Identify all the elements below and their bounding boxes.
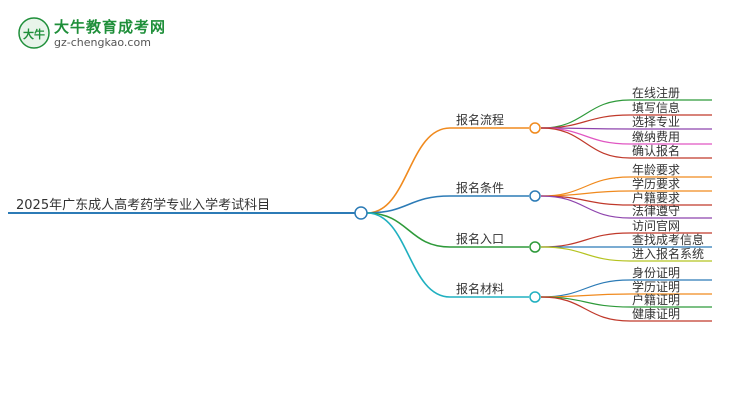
branch-node-icon <box>529 241 541 253</box>
leaf-label: 选择专业 <box>632 114 680 129</box>
leaf-link <box>540 99 631 129</box>
branch-node-icon <box>529 190 541 202</box>
logo-brand: 大牛教育成考网 <box>54 18 167 36</box>
leaf-label: 身份证明 <box>632 265 680 280</box>
leaf-link <box>540 296 631 322</box>
root-node-icon <box>354 206 368 220</box>
leaf-label: 户籍证明 <box>632 292 680 307</box>
leaf-label: 户籍要求 <box>632 190 680 205</box>
leaf-label: 确认报名 <box>632 143 680 158</box>
leaf-link <box>540 127 631 145</box>
root-label: 2025年广东成人高考药学专业入学考试科目 <box>16 197 270 213</box>
leaf-link <box>540 190 631 197</box>
leaf-label: 在线注册 <box>632 85 680 100</box>
leaf-label: 填写信息 <box>632 100 680 115</box>
branch-label: 报名材料 <box>456 281 504 296</box>
leaf-label: 法律遵守 <box>632 203 680 218</box>
leaf-link <box>540 232 631 248</box>
leaf-link <box>540 296 631 308</box>
leaf-link <box>540 195 631 219</box>
logo-mark-icon: 大牛 <box>18 17 50 49</box>
branch-link <box>366 212 451 248</box>
leaf-link <box>540 246 631 262</box>
branch-node-icon <box>529 122 541 134</box>
leaf-link <box>540 114 631 129</box>
logo-domain: gz-chengkao.com <box>54 36 151 49</box>
logo-mark-text: 大牛 <box>23 27 45 41</box>
leaf-label: 年龄要求 <box>632 163 680 177</box>
leaf-label: 学历证明 <box>632 279 680 294</box>
mindmap-nodes: 2025年广东成人高考药学专业入学考试科目 在线注册填写信息选择专业缴纳费用确认报… <box>16 85 704 321</box>
branch-node-icon <box>529 291 541 303</box>
branch-label: 报名条件 <box>456 180 504 195</box>
leaf-link <box>540 293 631 298</box>
leaf-label: 学历要求 <box>632 176 680 191</box>
branch-label: 报名入口 <box>456 231 504 246</box>
leaf-label: 缴纳费用 <box>632 129 680 144</box>
mindmap-links <box>8 99 712 322</box>
leaf-label: 健康证明 <box>632 306 680 321</box>
leaf-label: 访问官网 <box>632 218 680 233</box>
leaf-label: 进入报名系统 <box>632 246 704 261</box>
leaf-link <box>540 127 631 159</box>
branch-link <box>366 212 451 298</box>
branch-link <box>366 195 451 214</box>
logo: 大牛 大牛教育成考网 gz-chengkao.com <box>18 14 178 54</box>
branch-label: 报名流程 <box>456 112 504 127</box>
leaf-label: 查找成考信息 <box>632 232 704 247</box>
branch-link <box>366 127 451 214</box>
